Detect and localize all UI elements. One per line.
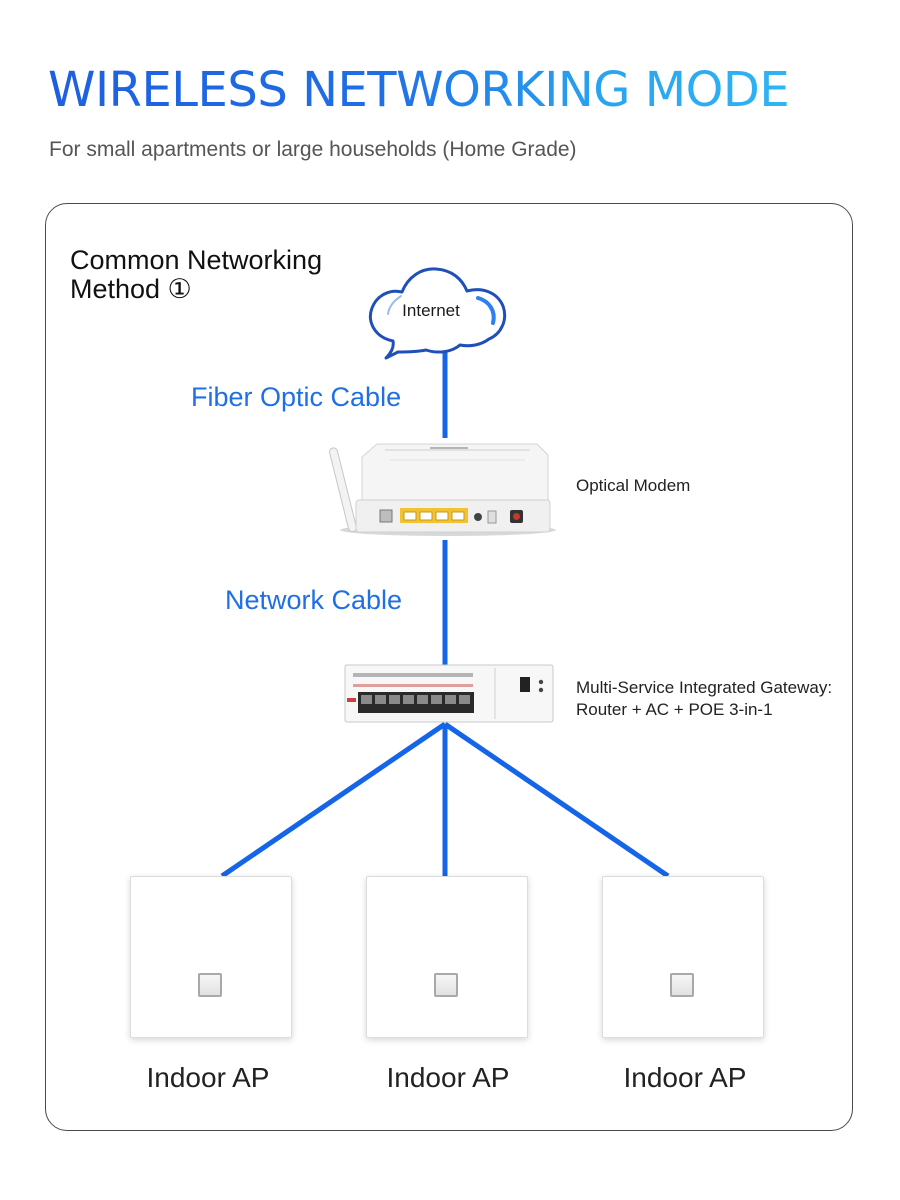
indoor-ap-icon (602, 876, 764, 1038)
gateway-label-line2: Router + AC + POE 3-in-1 (576, 700, 773, 719)
method-title-line1: Common Networking (70, 245, 323, 275)
cloud-icon: Internet (369, 267, 507, 360)
ap-label-left: Indoor AP (146, 1062, 270, 1093)
ap-link-right (443, 721, 670, 879)
ap-status-led (198, 973, 222, 997)
indoor-ap-icon (130, 876, 292, 1038)
ap-status-led (670, 973, 694, 997)
optical-modem-icon (329, 443, 556, 536)
indoor-ap-icon (366, 876, 528, 1038)
network-cable-label: Network Cable (225, 585, 403, 615)
method-title-line2: Method ① (70, 274, 192, 304)
gateway-label: Multi-Service Integrated Gateway: Router… (576, 677, 832, 721)
diagram-panel (45, 203, 853, 1131)
gateway-switch-icon (344, 664, 554, 723)
method-title: Common Networking Method ① (70, 246, 322, 304)
ap-label-center: Indoor AP (386, 1062, 510, 1093)
ap-status-led (434, 973, 458, 997)
ap-link-left (220, 721, 447, 879)
page-title: WIRELESS NETWORKING MODE (48, 62, 790, 118)
page-subtitle: For small apartments or large households… (49, 138, 577, 161)
cloud-label: Internet (402, 301, 460, 320)
gateway-label-line1: Multi-Service Integrated Gateway: (576, 678, 833, 697)
fiber-cable-label: Fiber Optic Cable (191, 382, 402, 412)
ap-label-right: Indoor AP (623, 1062, 747, 1093)
modem-label: Optical Modem (576, 476, 691, 495)
